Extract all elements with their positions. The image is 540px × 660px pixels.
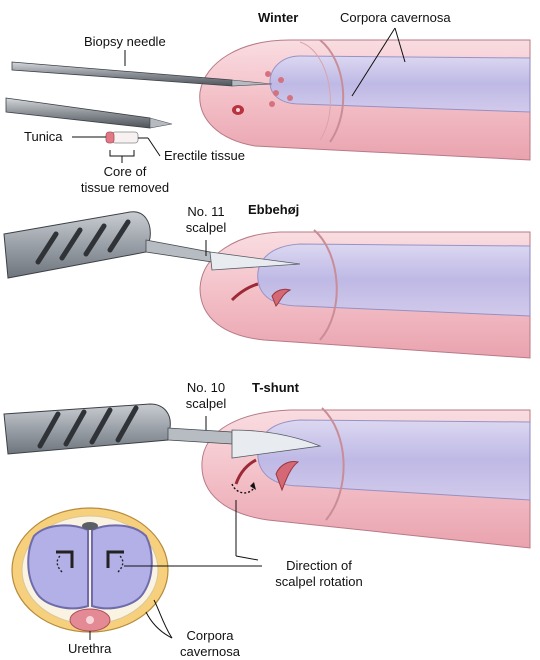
label-core-line2: tissue removed [80, 180, 170, 195]
label-direction-line2: scalpel rotation [275, 574, 363, 589]
label-direction-of-rotation: Direction of scalpel rotation [254, 558, 384, 590]
cross-section [11, 507, 169, 633]
label-no11-scalpel: No. 11 scalpel [176, 204, 236, 236]
winter-leader-lines [72, 27, 406, 163]
label-no10-line1: No. 10 [186, 380, 226, 395]
section-title-ebbehoj: Ebbehøj [248, 202, 300, 217]
tshunt-leader-lines [205, 416, 259, 561]
label-tunica: Tunica [24, 129, 63, 144]
label-biopsy-needle: Biopsy needle [84, 34, 166, 49]
winter-penis-illustration [199, 39, 531, 161]
label-no10-scalpel: No. 10 scalpel [176, 380, 236, 412]
label-core-of-tissue: Core of tissue removed [70, 164, 180, 196]
label-corpora-bottom-line2: cavernosa [180, 644, 240, 659]
cross-section-leader-lines [89, 565, 262, 640]
section-title-winter: Winter [258, 10, 299, 25]
biopsy-sites [265, 71, 293, 107]
label-no11-line1: No. 11 [187, 204, 225, 219]
section-title-tshunt: T-shunt [252, 380, 299, 395]
label-corpora-cavernosa-bottom: Corpora cavernosa [168, 628, 252, 660]
tshunt-penis-illustration [201, 407, 531, 549]
label-corpora-bottom-line1: Corpora [186, 628, 234, 643]
biopsy-needle-drawing [11, 61, 273, 87]
label-core-line1: Core of [103, 164, 147, 179]
tshunt-no10-scalpel [3, 403, 322, 459]
label-corpora-cavernosa-top: Corpora cavernosa [340, 10, 451, 25]
label-no10-line2: scalpel [185, 396, 227, 411]
biopsy-needle-closeup [5, 97, 173, 129]
label-erectile-tissue: Erectile tissue [164, 148, 245, 163]
ebbehoj-no11-scalpel [3, 211, 301, 279]
label-no11-line2: scalpel [185, 220, 227, 235]
ebbehoj-penis-illustration [199, 229, 531, 359]
tissue-core [105, 131, 139, 144]
label-direction-line1: Direction of [286, 558, 352, 573]
label-urethra: Urethra [68, 641, 112, 656]
